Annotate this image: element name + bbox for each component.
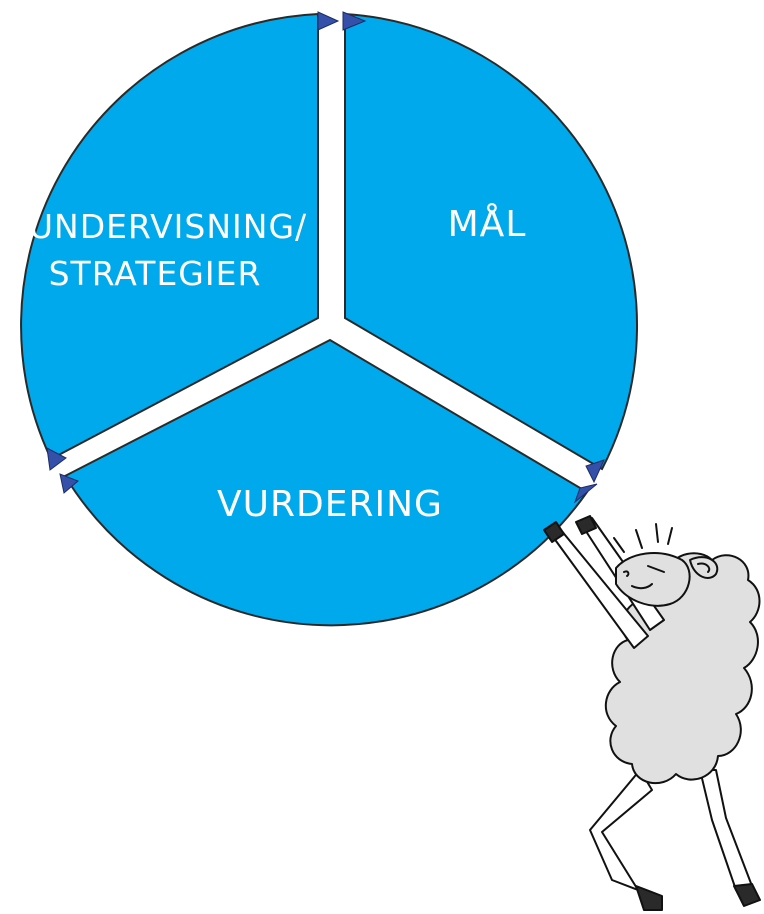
segment-labels: MÅL VURDERING UNDERVISNING/ STRATEGIER xyxy=(29,202,527,525)
label-vurdering: VURDERING xyxy=(217,484,443,525)
segment-undervisning xyxy=(20,12,319,461)
sheep-leg-back xyxy=(589,769,653,891)
sheep-hoof-back xyxy=(635,885,663,911)
segment-vurdering xyxy=(63,338,589,627)
sheep-eye xyxy=(647,565,665,573)
wheel xyxy=(20,11,638,627)
arrow-tip-left-upper xyxy=(46,447,67,471)
sheep-ear xyxy=(689,556,719,579)
sheep-leg-front xyxy=(699,769,753,891)
sheep-hoof-front xyxy=(733,883,761,907)
label-maal: MÅL xyxy=(448,202,527,245)
arrow-tip-left-lower xyxy=(59,473,79,494)
sheep-hoof-hand-left xyxy=(543,521,565,543)
sheep-mouth xyxy=(631,583,653,590)
strain-lines xyxy=(613,523,673,553)
sheep-ear-inner xyxy=(697,562,711,573)
label-undervisning: UNDERVISNING/ xyxy=(29,207,307,246)
sheep-hoof-hand-right xyxy=(575,515,597,535)
arrow-tip-top-right xyxy=(342,11,367,31)
sheep-head xyxy=(615,552,691,607)
arrow-tip-right-upper xyxy=(585,459,605,484)
arrow-tip-top-left xyxy=(317,11,340,31)
sheep-illustration xyxy=(543,515,761,911)
arrow-tip-right-lower xyxy=(573,483,598,504)
sheep-nostril xyxy=(623,570,630,577)
segment-maal xyxy=(344,12,638,471)
label-strategier: STRATEGIER xyxy=(49,254,262,293)
